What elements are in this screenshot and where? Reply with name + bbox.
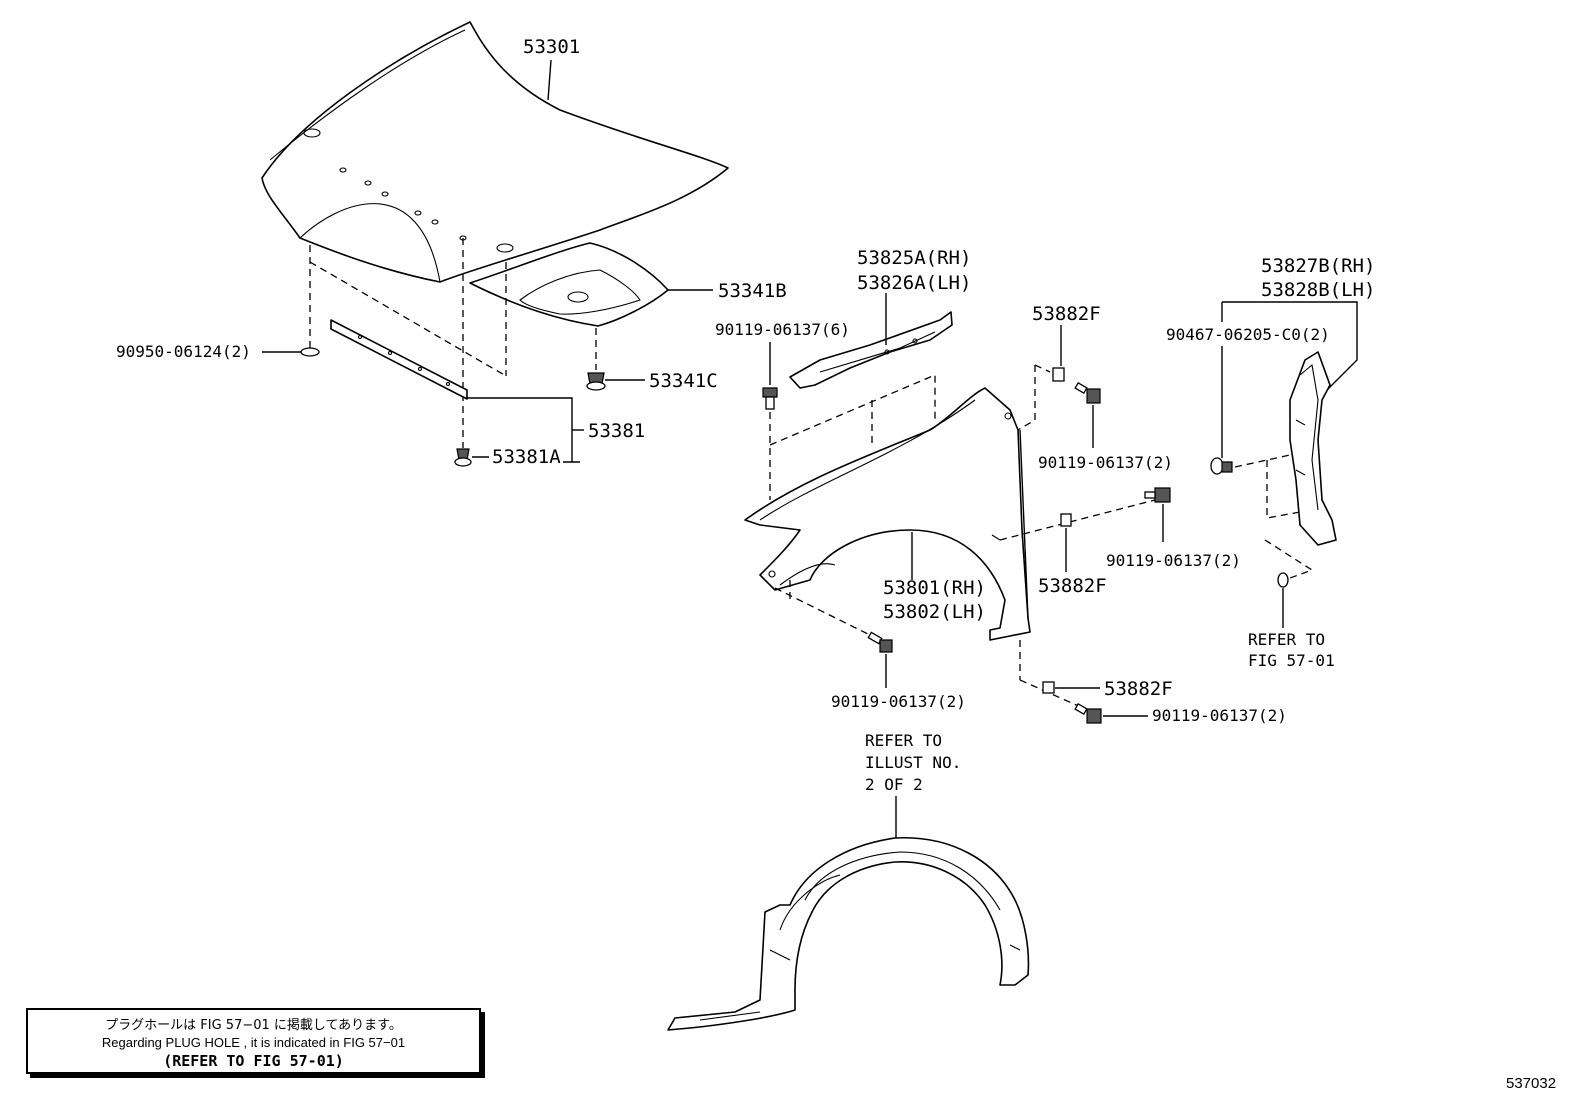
- nut-mid-part-number: 53882F: [1038, 575, 1107, 597]
- fender-upper-lh-part-number: 53826A(LH): [857, 272, 971, 294]
- seal-clip[interactable]: [454, 448, 472, 467]
- refer-illust-line-2: ILLUST NO.: [865, 753, 961, 772]
- shield-lh-part-number: 53828B(LH): [1261, 279, 1375, 301]
- bolt-front-part-number: 90119-06137(2): [831, 692, 966, 711]
- shield-plug[interactable]: [1277, 572, 1289, 588]
- shield-clip[interactable]: [1210, 457, 1233, 475]
- fender-lh-part-number: 53802(LH): [883, 601, 986, 623]
- fender-front-bolt[interactable]: [867, 631, 893, 653]
- fender-upper-bracket[interactable]: [789, 311, 953, 389]
- bolt-6-part-number: 90119-06137(6): [715, 320, 850, 339]
- refer-illust-line-3: 2 OF 2: [865, 775, 923, 794]
- note-english-text: Regarding PLUG HOLE , it is indicated in…: [101, 1035, 406, 1050]
- figure-id: 537032: [1506, 1075, 1557, 1092]
- seal-clip-part-number: 53381A: [492, 446, 561, 468]
- hood-clip-part-number: 53341C: [649, 370, 718, 392]
- hood-insulator-part-number: 53341B: [718, 280, 787, 302]
- plug-hole-note: プラグホールは FIG 57−01 に掲載してあります。 Regarding P…: [26, 1008, 481, 1074]
- bolt-mid-part-number: 90119-06137(2): [1106, 551, 1241, 570]
- nut-top-part-number: 53882F: [1032, 303, 1101, 325]
- bolt-bottom-part-number: 90119-06137(2): [1152, 706, 1287, 725]
- nut-bottom-part-number: 53882F: [1104, 678, 1173, 700]
- plug-hole-plug[interactable]: [300, 347, 320, 357]
- hood-seal-strip[interactable]: [330, 319, 468, 400]
- fender-nut-bottom[interactable]: [1042, 681, 1055, 694]
- plug-part-number: 90950-06124(2): [116, 342, 251, 361]
- fender-bolt-mid[interactable]: [1144, 487, 1171, 503]
- seal-part-number: 53381: [588, 420, 645, 442]
- front-fender[interactable]: [744, 387, 1031, 641]
- bolt-top-part-number: 90119-06137(2): [1038, 453, 1173, 472]
- refer-fig-line-2: FIG 57-01: [1248, 651, 1335, 670]
- hood-part-number: 53301: [523, 36, 580, 58]
- refer-illust-line-1: REFER TO: [865, 731, 942, 750]
- note-japanese-text: プラグホールは FIG 57−01 に掲載してあります。: [105, 1018, 402, 1033]
- fender-liner[interactable]: [667, 836, 1030, 1031]
- fender-bolt-bottom[interactable]: [1074, 703, 1102, 724]
- fender-rh-part-number: 53801(RH): [883, 577, 986, 599]
- fender-nut-mid[interactable]: [1060, 513, 1072, 527]
- side-shield[interactable]: [1289, 351, 1337, 546]
- hood-panel[interactable]: [261, 21, 729, 283]
- fender-nut-top[interactable]: [1052, 367, 1065, 382]
- shield-rh-part-number: 53827B(RH): [1261, 255, 1375, 277]
- note-reference-text: (REFER TO FIG 57-01): [163, 1052, 344, 1070]
- hood-insulator[interactable]: [469, 242, 669, 327]
- fender-bolt-top[interactable]: [1074, 382, 1101, 404]
- hood-insulator-clip[interactable]: [586, 372, 606, 391]
- shield-clip-part-number: 90467-06205-C0(2): [1166, 325, 1330, 344]
- fender-upper-rh-part-number: 53825A(RH): [857, 247, 971, 269]
- fender-bolt-6[interactable]: [762, 387, 778, 410]
- refer-fig-line-1: REFER TO: [1248, 630, 1325, 649]
